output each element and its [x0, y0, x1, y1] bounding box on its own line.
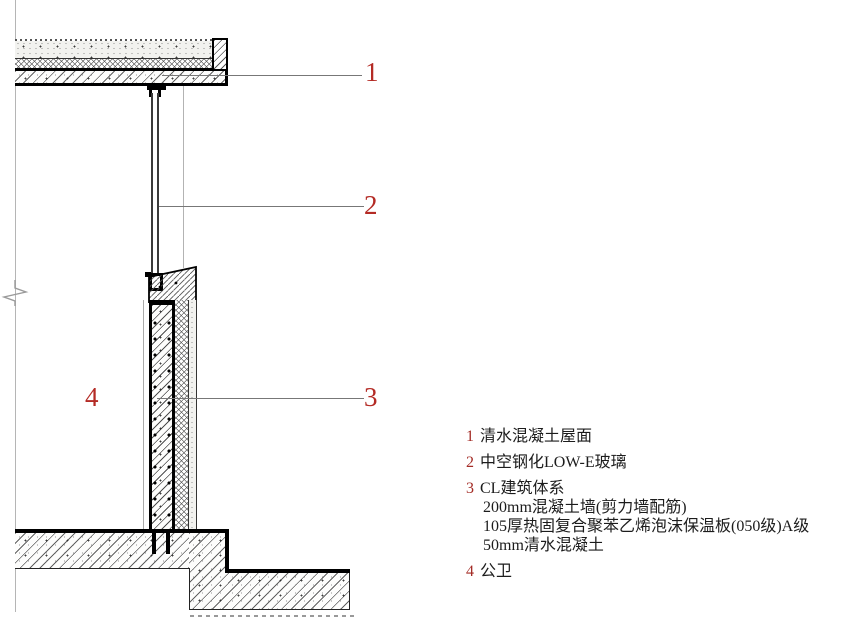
glazing-pane-inner [157, 93, 159, 273]
legend-text-1: 清水混凝土屋面 [480, 428, 593, 445]
window-head-stub [158, 90, 161, 97]
callout-3: 3 [364, 382, 378, 412]
callout-4-room-label: 4 [85, 382, 99, 412]
floor-lower-top-line [228, 569, 350, 573]
roof-finish-layer [15, 41, 212, 58]
legend-item-3: 3 CL建筑体系 200mm混凝土墙(剪力墙配筋) 105厚热固复合聚苯乙烯泡沫保… [466, 479, 838, 555]
window-sill-bracket [145, 272, 151, 277]
legend-num-2: 2 [466, 454, 474, 471]
legend-num-3: 3 [466, 480, 474, 497]
leader-line-1 [162, 75, 362, 76]
wall-facing-concrete [188, 300, 197, 530]
legend-text-3-sub2: 105厚热固复合聚苯乙烯泡沫保温板(050级)A级 [483, 518, 810, 535]
roof-edge-upstand [212, 38, 228, 71]
legend: 1 清水混凝土屋面 2 中空钢化LOW-E玻璃 3 CL建筑体系 200mm混凝土墙(… [466, 427, 838, 588]
leader-line-2 [159, 206, 364, 207]
legend-num-1: 1 [466, 428, 474, 445]
floor-bottom-dashed-line [190, 615, 356, 617]
roof-insulation-layer [15, 58, 212, 69]
wall-face-reference-line [183, 86, 184, 268]
wall-interior-face-line [143, 300, 144, 530]
wall-rebar-dots [167, 310, 171, 526]
legend-item-4: 4 公卫 [466, 562, 838, 581]
legend-num-4: 4 [466, 563, 474, 580]
wall-rebar-dots [153, 310, 157, 526]
break-symbol [1, 280, 29, 306]
legend-item-1: 1 清水混凝土屋面 [466, 427, 838, 446]
legend-text-3: CL建筑体系 [480, 480, 565, 497]
leader-line-3 [157, 398, 364, 399]
grid-line-lower [15, 568, 16, 612]
legend-text-4: 公卫 [480, 563, 513, 580]
floor-step-block [189, 533, 228, 610]
roof-structural-slab [15, 68, 228, 86]
floor-step-edge-line [189, 568, 190, 610]
legend-text-3-sub1: 200mm混凝土墙(剪力墙配筋) [483, 499, 687, 516]
floor-step-vertical-line [225, 529, 229, 573]
grid-line-upper [15, 0, 16, 533]
wall-insulation-layer [175, 300, 188, 530]
wall-dowel-bar [166, 530, 170, 554]
legend-text-3-sub3: 50mm清水混凝土 [483, 537, 604, 554]
sill-coping [148, 265, 197, 303]
floor-upper-top-line [15, 529, 228, 533]
roof-membrane-dashed-line [15, 39, 214, 41]
legend-text-2: 中空钢化LOW-E玻璃 [480, 454, 627, 471]
wall-dowel-bar [152, 530, 156, 554]
legend-item-2: 2 中空钢化LOW-E玻璃 [466, 453, 838, 472]
callout-2: 2 [364, 190, 378, 220]
floor-slab-upper [15, 533, 189, 569]
callout-1: 1 [365, 57, 379, 87]
glazing-pane-outer [151, 93, 153, 273]
floor-slab-lower [228, 573, 350, 610]
window-head-stub [149, 90, 152, 97]
window-head-frame [147, 86, 166, 90]
